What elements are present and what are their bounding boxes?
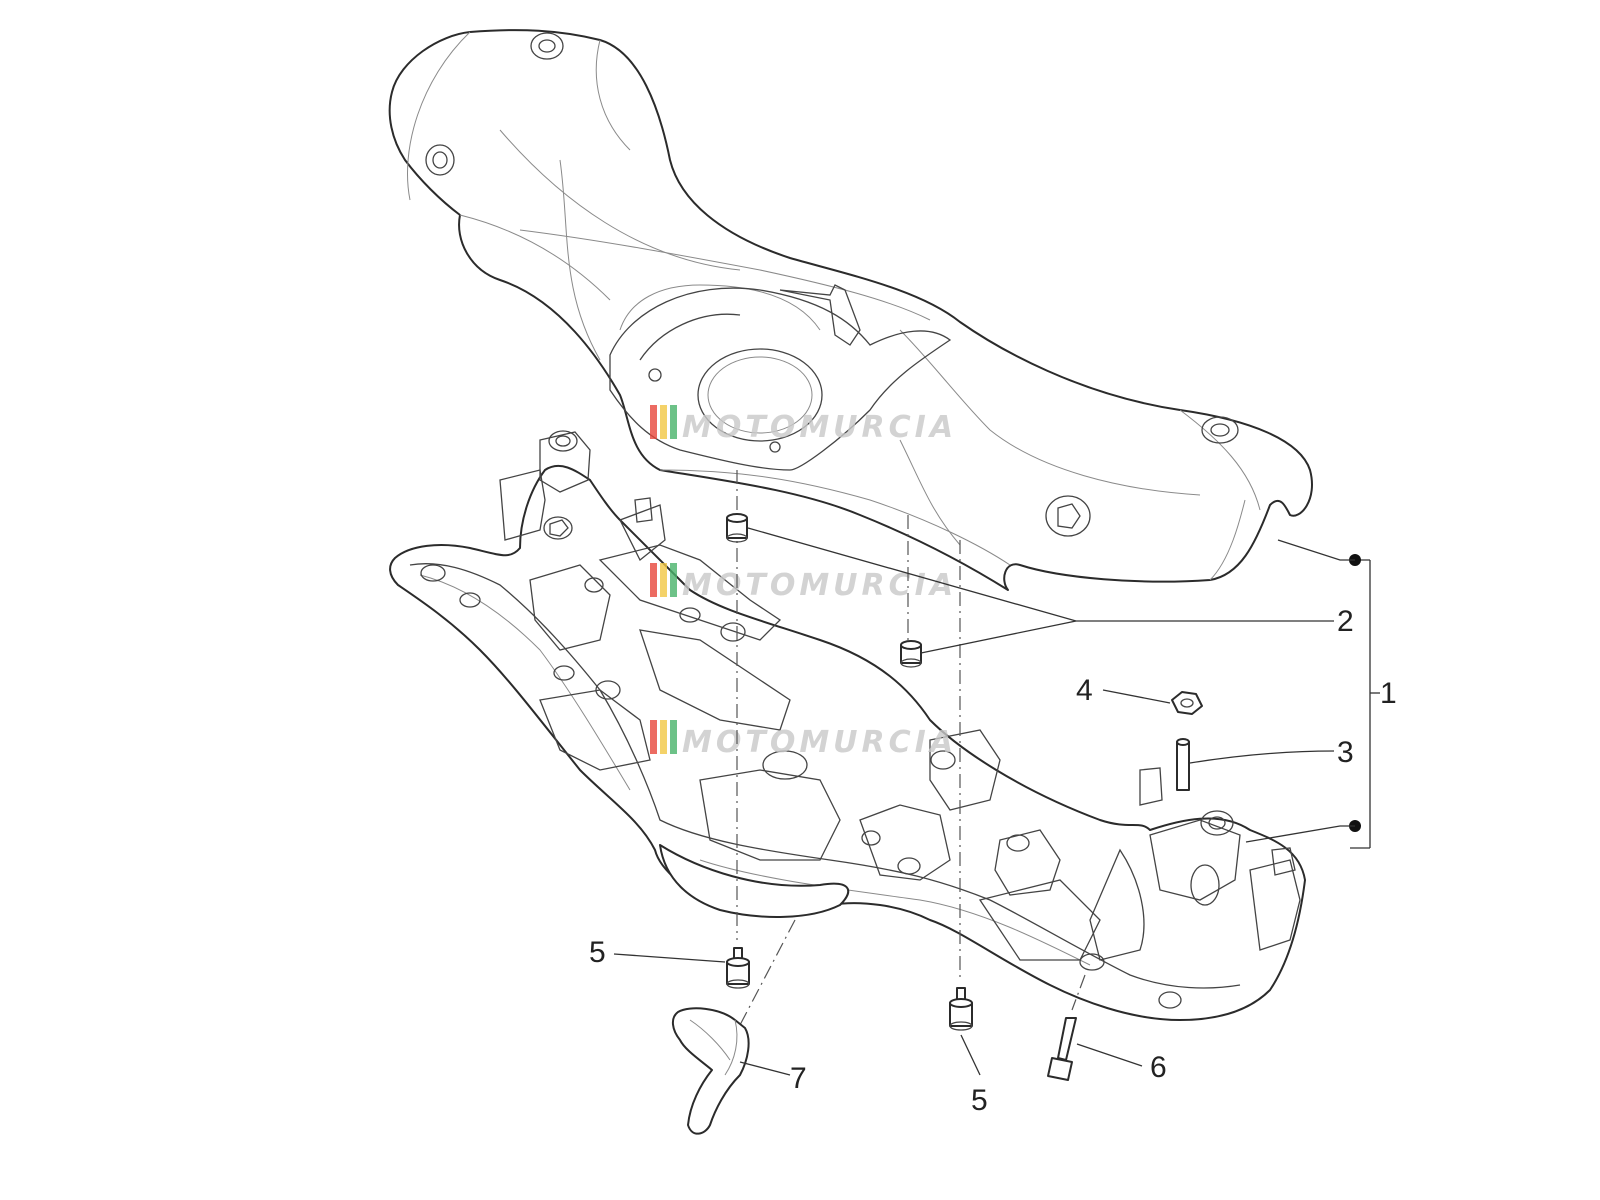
watermark-stripe — [670, 405, 677, 439]
watermark-stripe — [660, 563, 667, 597]
callout-4: 4 — [1076, 674, 1093, 707]
callout-1: 1 — [1380, 677, 1397, 710]
cover-screw-boss — [1201, 416, 1239, 444]
upper-handlebar-cover — [388, 29, 1313, 591]
socket-screw — [949, 987, 973, 1031]
lower-cover-screw-boss — [1200, 810, 1234, 836]
assembly-axes — [736, 470, 1086, 1026]
lower-handlebar-cover — [389, 430, 1306, 1021]
watermark-stripe — [660, 720, 667, 754]
leader-lines — [613, 527, 1380, 1076]
hex-nut — [1171, 691, 1203, 715]
watermark-text: MOTOMURCIA — [682, 725, 957, 760]
threaded-pin — [1176, 738, 1190, 791]
clamp-bracket — [672, 1007, 750, 1135]
watermark: MOTOMURCIA — [650, 405, 957, 445]
watermark-text: MOTOMURCIA — [682, 410, 957, 445]
watermark-stripe — [650, 405, 657, 439]
callout-labels: 1 2 3 4 5 5 6 7 — [589, 605, 1397, 1117]
callout-6: 6 — [1150, 1051, 1167, 1084]
spacer-bushing — [726, 513, 748, 543]
callout-5-left: 5 — [589, 936, 606, 969]
watermark-stripe — [660, 405, 667, 439]
watermark-text: MOTOMURCIA — [682, 568, 957, 603]
callout-2: 2 — [1337, 605, 1354, 638]
lower-cover-screw-boss — [543, 516, 573, 540]
watermark-stripe — [650, 563, 657, 597]
watermark: MOTOMURCIA — [650, 720, 957, 760]
socket-screw — [726, 947, 750, 989]
cover-screw-boss — [425, 144, 455, 176]
callout-7: 7 — [790, 1062, 807, 1095]
long-socket-screw — [1047, 1017, 1077, 1081]
lower-cover-screw-boss — [548, 430, 578, 452]
cover-screw-boss — [530, 32, 564, 60]
callout-5-bottom: 5 — [971, 1084, 988, 1117]
spacer-bushing — [900, 640, 922, 668]
watermark: MOTOMURCIA — [650, 563, 957, 603]
callout-3: 3 — [1337, 736, 1354, 769]
watermark-stripe — [670, 563, 677, 597]
cover-screw-boss — [1045, 495, 1091, 537]
watermark-stripe — [670, 720, 677, 754]
watermark-stripe — [650, 720, 657, 754]
